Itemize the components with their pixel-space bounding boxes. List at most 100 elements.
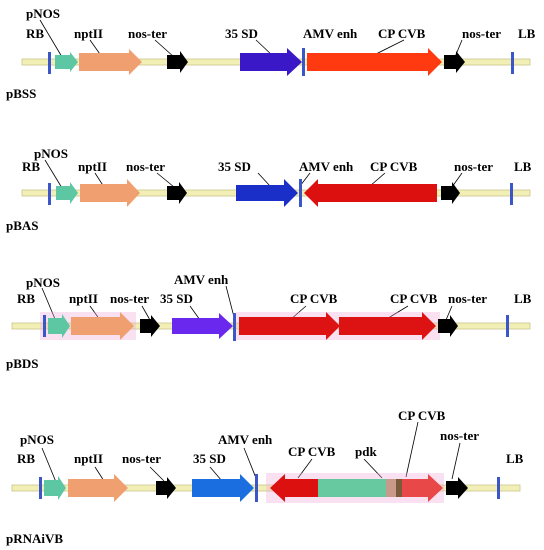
noster-terminator-1 xyxy=(167,182,187,204)
nptii-gene xyxy=(71,312,134,340)
noster-terminator-2 xyxy=(438,315,458,337)
construct-name: pBAS xyxy=(6,218,39,233)
leader-cp-1 xyxy=(297,458,313,479)
amv-enhancer xyxy=(233,313,236,341)
cp-cvb-gene-1 xyxy=(239,312,340,340)
sd35-promoter xyxy=(236,179,298,207)
label-rb: RB xyxy=(17,291,35,306)
amv-enhancer xyxy=(302,48,305,76)
construct-name: pRNAiVB xyxy=(6,531,63,546)
leader-noster-1 xyxy=(156,172,175,188)
pnos-promoter xyxy=(48,314,70,338)
cp-cvb-gene xyxy=(307,48,442,76)
leader-amv xyxy=(225,285,235,318)
label-cp: CP CVB xyxy=(370,159,418,174)
label-noster-1: nos-ter xyxy=(126,159,165,174)
leader-noster-2 xyxy=(451,442,461,480)
leader-cp xyxy=(373,39,405,56)
rb-border xyxy=(39,477,42,499)
backbone-pRNAiVB xyxy=(11,484,521,492)
label-noster-1: nos-ter xyxy=(110,291,149,306)
lb-border xyxy=(506,315,509,337)
construct-pBSS: pNOS RB nptII nos-ter 35 SD AMV enh CP C… xyxy=(6,6,536,101)
leader-noster-1 xyxy=(149,466,165,482)
construct-name: pBSS xyxy=(6,86,36,101)
label-lb: LB xyxy=(514,291,532,306)
label-cp: CP CVB xyxy=(378,26,426,41)
leader-noster-1 xyxy=(154,39,175,58)
label-noster-2: nos-ter xyxy=(440,428,479,443)
label-pnos: pNOS xyxy=(34,146,68,161)
label-nptii: nptII xyxy=(74,26,103,41)
leader-noster-2 xyxy=(445,305,453,321)
label-sd35: 35 SD xyxy=(225,26,258,41)
leader-sd35 xyxy=(189,305,201,321)
sd35-promoter xyxy=(192,474,254,502)
nptii-gene xyxy=(80,179,140,207)
lb-border xyxy=(510,183,513,205)
label-rb: RB xyxy=(17,451,35,466)
label-noster-2: nos-ter xyxy=(454,159,493,174)
rb-border xyxy=(48,52,51,74)
label-noster-2: nos-ter xyxy=(462,26,501,41)
pnos-promoter xyxy=(44,476,66,500)
leader-sd35 xyxy=(257,172,271,187)
pnos-promoter xyxy=(55,52,78,72)
label-nptii: nptII xyxy=(78,159,107,174)
label-pdk: pdk xyxy=(355,444,377,459)
label-noster-1: nos-ter xyxy=(128,26,167,41)
label-cp-2: CP CVB xyxy=(390,291,438,306)
rb-border xyxy=(43,315,46,337)
label-noster-1: nos-ter xyxy=(122,451,161,466)
noster-terminator-1 xyxy=(140,315,160,337)
leader-cp xyxy=(369,172,386,187)
label-sd35: 35 SD xyxy=(193,451,226,466)
label-lb: LB xyxy=(506,451,524,466)
construct-name: pBDS xyxy=(6,356,39,371)
label-noster-2: nos-ter xyxy=(448,291,487,306)
construct-pBDS: pNOS RB nptII nos-ter AMV enh 35 SD CP C… xyxy=(6,272,532,371)
leader-nptii xyxy=(94,466,105,482)
label-pnos: pNOS xyxy=(20,432,54,447)
label-pnos: pNOS xyxy=(26,275,60,290)
label-lb: LB xyxy=(518,26,536,41)
leader-amv xyxy=(243,447,257,479)
construct-pRNAiVB: pNOS RB nptII nos-ter AMV enh 35 SD CP C… xyxy=(6,408,524,546)
noster-terminator-2 xyxy=(444,51,465,73)
cp-cvb-gene-reverse xyxy=(270,474,318,502)
label-amv: AMV enh xyxy=(174,272,229,287)
label-sd35: 35 SD xyxy=(218,159,251,174)
leader-pnos xyxy=(41,447,57,483)
cp-cvb-gene-forward xyxy=(402,474,443,502)
leader-pnos xyxy=(41,287,56,320)
label-amv: AMV enh xyxy=(303,26,358,41)
label-rb: RB xyxy=(26,26,44,41)
sd35-promoter xyxy=(240,48,302,76)
noster-terminator-1 xyxy=(156,477,176,499)
nptii-gene xyxy=(68,474,128,502)
label-lb: LB xyxy=(514,159,532,174)
noster-terminator-2 xyxy=(446,477,468,499)
amv-enhancer xyxy=(299,179,302,207)
label-amv: AMV enh xyxy=(299,159,354,174)
label-sd35: 35 SD xyxy=(160,291,193,306)
pdk-junction xyxy=(386,479,396,497)
noster-terminator-1 xyxy=(167,51,188,73)
label-pnos: pNOS xyxy=(26,6,60,21)
label-cp-1: CP CVB xyxy=(288,444,336,459)
cp-cvb-gene-reverse xyxy=(304,179,437,207)
construct-pBAS: pNOS RB nptII nos-ter 35 SD AMV enh CP C… xyxy=(6,146,532,233)
label-rb: RB xyxy=(22,159,40,174)
leader-pdk xyxy=(363,458,383,479)
leader-noster-1 xyxy=(141,305,151,321)
lb-border xyxy=(511,52,514,74)
label-amv: AMV enh xyxy=(218,432,273,447)
noster-terminator-2 xyxy=(441,182,460,204)
sd35-promoter xyxy=(172,313,233,339)
lb-border xyxy=(497,477,500,499)
leader-sd35 xyxy=(209,466,223,482)
pdk-intron xyxy=(318,479,386,497)
rb-border xyxy=(48,183,51,205)
amv-enhancer xyxy=(255,474,258,502)
pnos-promoter xyxy=(56,182,78,204)
